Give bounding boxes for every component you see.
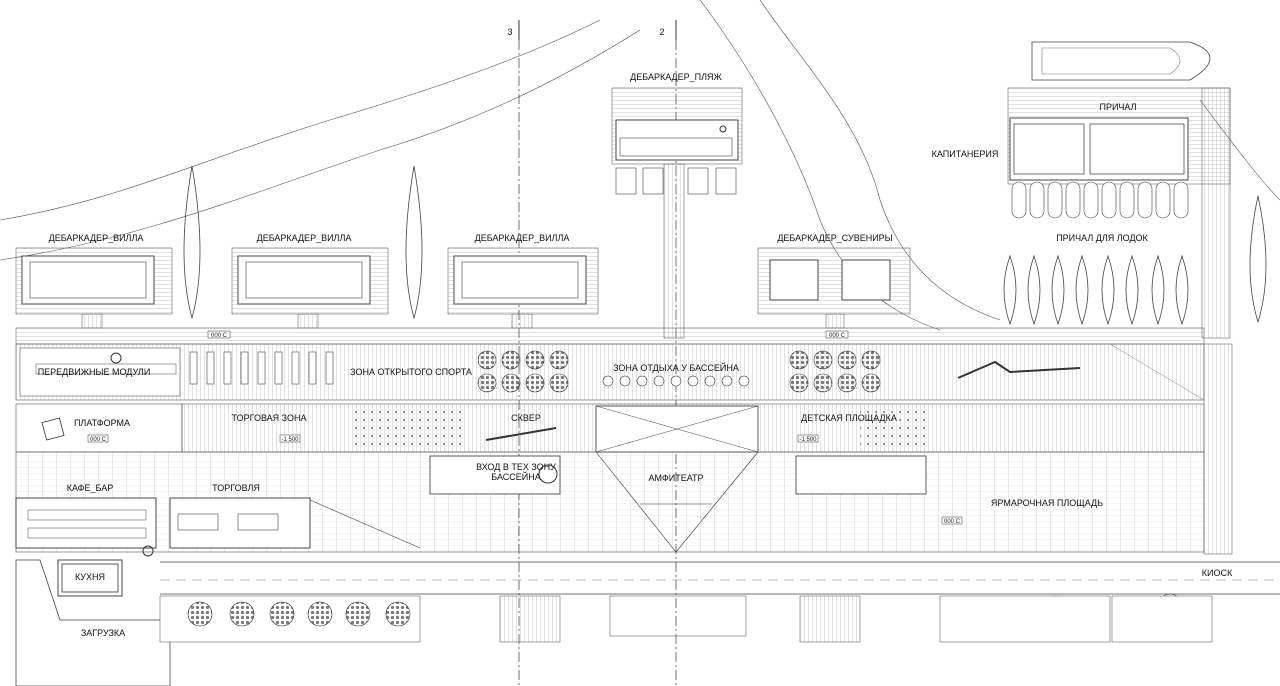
boat-berth: ПРИЧАЛ ДЛЯ ЛОДОК	[1003, 195, 1267, 326]
bottom-area	[159, 593, 1213, 643]
pier-beach-label: ДЕБАРКАДЕР_ПЛЯЖ	[630, 72, 722, 82]
svg-text:-1 500: -1 500	[799, 437, 817, 443]
cafe-bar: КАФЕ_БАР	[15, 483, 157, 549]
villa-1-label: ДЕБАРКАДЕР_ВИЛЛА	[49, 233, 144, 243]
kids-stair	[795, 455, 927, 495]
activity-band: ПЕРЕДВИЖНЫЕ МОДУЛИ ЗОНА ОТКРЫТОГО СПОРТА…	[15, 343, 1205, 401]
kiosk-label: КИОСК	[1202, 568, 1233, 578]
pool-entry: ВХОД В ТЕХ ЗОНУ БАССЕЙНА	[429, 455, 561, 495]
villa-3-label: ДЕБАРКАДЕР_ВИЛЛА	[475, 233, 570, 243]
harbor-master-label: КАПИТАНЕРИЯ	[932, 149, 999, 159]
mobile-modules-label: ПЕРЕДВИЖНЫЕ МОДУЛИ	[38, 367, 151, 377]
trade-label: ТОРГОВЛЯ	[212, 483, 260, 493]
platform-label: ПЛАТФОРМА	[74, 418, 130, 428]
platform-band: ПЛАТФОРМА 000 С ТОРГОВАЯ ЗОНА -1 500 СКВ…	[15, 403, 1205, 453]
pier-villa-1: ДЕБАРКАДЕР_ВИЛЛА	[15, 165, 201, 329]
pier-souvenirs: ДЕБАРКАДЕР_СУВЕНИРЫ	[757, 233, 911, 329]
kids-area-label: ДЕТСКАЯ ПЛОЩАДКА	[801, 413, 897, 423]
promenade-strip	[15, 327, 1205, 345]
trade-zone-label: ТОРГОВАЯ ЗОНА	[231, 413, 306, 423]
svg-text:000 С: 000 С	[211, 333, 228, 339]
svg-text:2: 2	[659, 27, 664, 37]
right-strip	[1203, 343, 1233, 555]
pool-rest-label: ЗОНА ОТДЫХА У БАССЕЙНА	[613, 362, 739, 373]
road: КИОСК	[160, 561, 1280, 595]
boat-berth-label: ПРИЧАЛ ДЛЯ ЛОДОК	[1056, 233, 1148, 243]
pier-villa-2: ДЕБАРКАДЕР_ВИЛЛА	[231, 165, 423, 329]
loading-label: ЗАГРУЗКА	[81, 628, 125, 638]
level-marks-top: 000 С 000 С	[207, 330, 849, 339]
fair-square-label: ЯРМАРОЧНАЯ ПЛОЩАДЬ	[991, 498, 1103, 508]
pier-beach: ДЕБАРКАДЕР_ПЛЯЖ	[611, 72, 743, 339]
kitchen-label: КУХНЯ	[75, 572, 105, 582]
kitchen: КУХНЯ	[57, 545, 154, 597]
svg-text:000 С: 000 С	[90, 437, 107, 443]
amphitheater-label: АМФИТЕАТР	[648, 473, 703, 483]
svg-text:000 С: 000 С	[829, 333, 846, 339]
svg-text:3: 3	[507, 27, 512, 37]
villa-2-label: ДЕБАРКАДЕР_ВИЛЛА	[257, 233, 352, 243]
square-label: СКВЕР	[511, 413, 541, 423]
pier-villa-3: ДЕБАРКАДЕР_ВИЛЛА	[447, 233, 599, 329]
berth-label: ПРИЧАЛ	[1099, 102, 1136, 112]
svg-text:-1 500: -1 500	[281, 437, 299, 443]
amphitheater: АМФИТЕАТР	[595, 451, 759, 553]
trade-building: ТОРГОВЛЯ	[169, 483, 421, 549]
svg-text:000 С: 000 С	[944, 519, 961, 525]
svg-text:БАССЕЙНА: БАССЕЙНА	[491, 471, 541, 482]
svg-text:ВХОД В ТЕХ ЗОНУ: ВХОД В ТЕХ ЗОНУ	[476, 462, 556, 472]
boat-icon	[1031, 41, 1211, 81]
cafe-bar-label: КАФЕ_БАР	[67, 483, 114, 493]
open-sports-label: ЗОНА ОТКРЫТОГО СПОРТА	[350, 367, 472, 377]
souvenirs-label: ДЕБАРКАДЕР_СУВЕНИРЫ	[777, 233, 892, 243]
berth: ПРИЧАЛ КАПИТАНЕРИЯ	[932, 87, 1231, 339]
